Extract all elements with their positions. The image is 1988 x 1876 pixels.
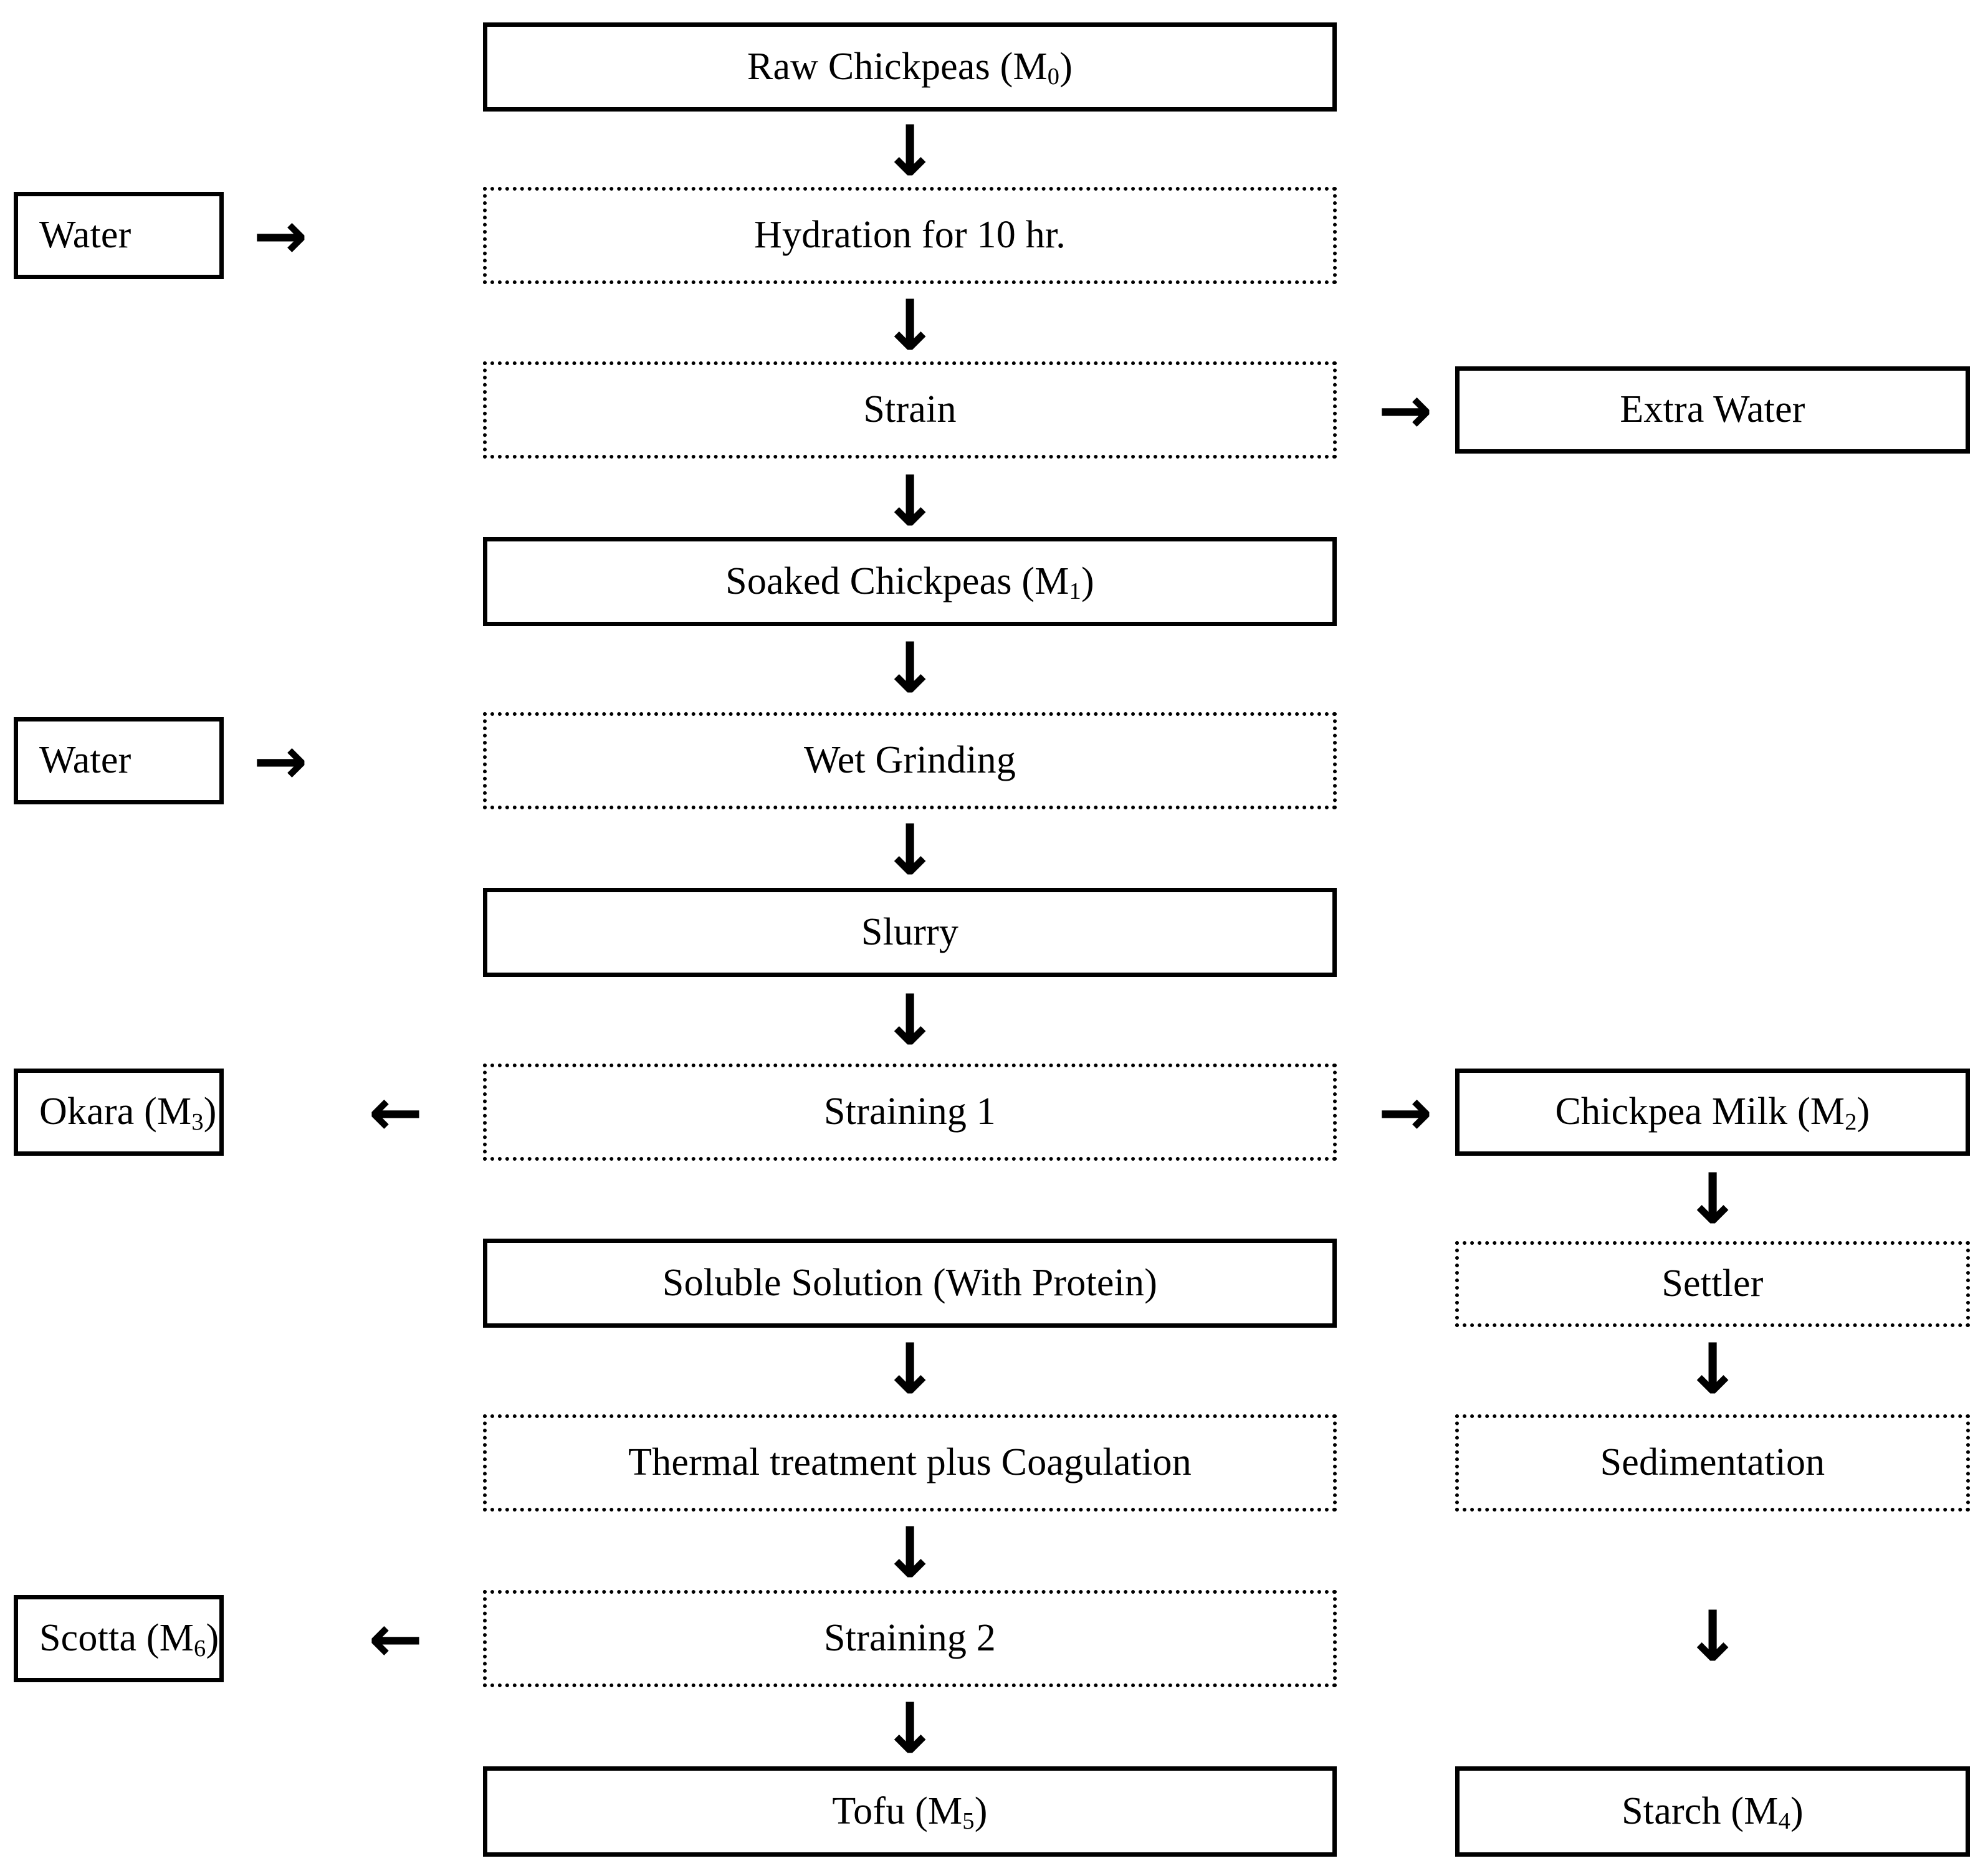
node-straining-1-label: Straining 1 [823, 1090, 996, 1133]
node-raw-chickpeas: Raw Chickpeas (M0) [483, 22, 1337, 112]
node-starch: Starch (M4) [1455, 1766, 1970, 1857]
node-chickpea-milk-label: Chickpea Milk (M2) [1555, 1090, 1870, 1135]
arrow-right-water-to-grinding: → [253, 723, 308, 799]
node-tofu-label: Tofu (M5) [832, 1789, 988, 1835]
node-sedimentation-label: Sedimentation [1600, 1441, 1825, 1484]
arrow-right-straining1-to-milk: → [1378, 1074, 1433, 1150]
node-strain-label: Strain [863, 388, 957, 431]
arrow-down-sedimentation-to-starch: ↓ [1683, 1596, 1742, 1677]
node-raw-chickpeas-label: Raw Chickpeas (M0) [747, 45, 1073, 90]
node-water-grinding: Water [14, 717, 224, 804]
node-water-hydration: Water [14, 192, 224, 279]
node-thermal-coagulation: Thermal treatment plus Coagulation [483, 1414, 1337, 1512]
arrow-down-slurry-to-straining1: ↓ [881, 979, 939, 1061]
node-soluble-solution: Soluble Solution (With Protein) [483, 1239, 1337, 1328]
node-soaked-chickpeas: Soaked Chickpeas (M1) [483, 537, 1337, 626]
arrow-down-raw-to-hydration: ↓ [881, 110, 939, 192]
node-strain: Strain [483, 361, 1337, 459]
arrow-right-strain-to-extra-water: → [1378, 372, 1433, 448]
arrow-down-grinding-to-slurry: ↓ [881, 809, 939, 891]
arrow-left-straining2-to-scotta: ← [368, 1601, 423, 1677]
node-okara: Okara (M3) [14, 1069, 224, 1156]
node-settler-label: Settler [1661, 1262, 1764, 1305]
node-tofu: Tofu (M5) [483, 1766, 1337, 1857]
node-water-grinding-label: Water [39, 739, 131, 782]
node-chickpea-milk: Chickpea Milk (M2) [1455, 1069, 1970, 1156]
node-straining-1: Straining 1 [483, 1064, 1337, 1161]
node-thermal-coagulation-label: Thermal treatment plus Coagulation [628, 1441, 1192, 1484]
node-slurry-label: Slurry [861, 910, 959, 953]
node-hydration: Hydration for 10 hr. [483, 187, 1337, 284]
node-extra-water: Extra Water [1455, 366, 1970, 454]
node-scotta: Scotta (M6) [14, 1595, 224, 1682]
node-wet-grinding-label: Wet Grinding [803, 739, 1016, 782]
node-straining-2: Straining 2 [483, 1590, 1337, 1687]
node-settler: Settler [1455, 1241, 1970, 1327]
arrow-down-soaked-to-grinding: ↓ [881, 627, 939, 709]
node-water-hydration-label: Water [39, 214, 131, 257]
node-okara-label: Okara (M3) [39, 1090, 217, 1135]
node-straining-2-label: Straining 2 [823, 1617, 996, 1660]
arrow-down-settler-to-sedimentation: ↓ [1683, 1328, 1742, 1410]
arrow-right-water-to-hydration: → [253, 198, 308, 274]
arrow-down-soluble-to-thermal: ↓ [881, 1328, 939, 1410]
node-wet-grinding: Wet Grinding [483, 712, 1337, 809]
node-hydration-label: Hydration for 10 hr. [754, 214, 1066, 257]
arrow-down-strain-to-soaked: ↓ [881, 460, 939, 542]
arrow-down-thermal-to-straining2: ↓ [881, 1512, 939, 1594]
node-starch-label: Starch (M4) [1622, 1789, 1804, 1835]
node-soluble-solution-label: Soluble Solution (With Protein) [662, 1261, 1158, 1304]
node-soaked-chickpeas-label: Soaked Chickpeas (M1) [725, 559, 1094, 605]
node-extra-water-label: Extra Water [1620, 388, 1805, 431]
node-scotta-label: Scotta (M6) [39, 1617, 219, 1662]
arrow-left-straining1-to-okara: ← [368, 1074, 423, 1150]
node-slurry: Slurry [483, 888, 1337, 977]
arrow-down-milk-to-settler: ↓ [1683, 1158, 1742, 1240]
arrow-down-hydration-to-strain: ↓ [881, 285, 939, 366]
arrow-down-straining2-to-tofu: ↓ [881, 1688, 939, 1769]
node-sedimentation: Sedimentation [1455, 1414, 1970, 1512]
